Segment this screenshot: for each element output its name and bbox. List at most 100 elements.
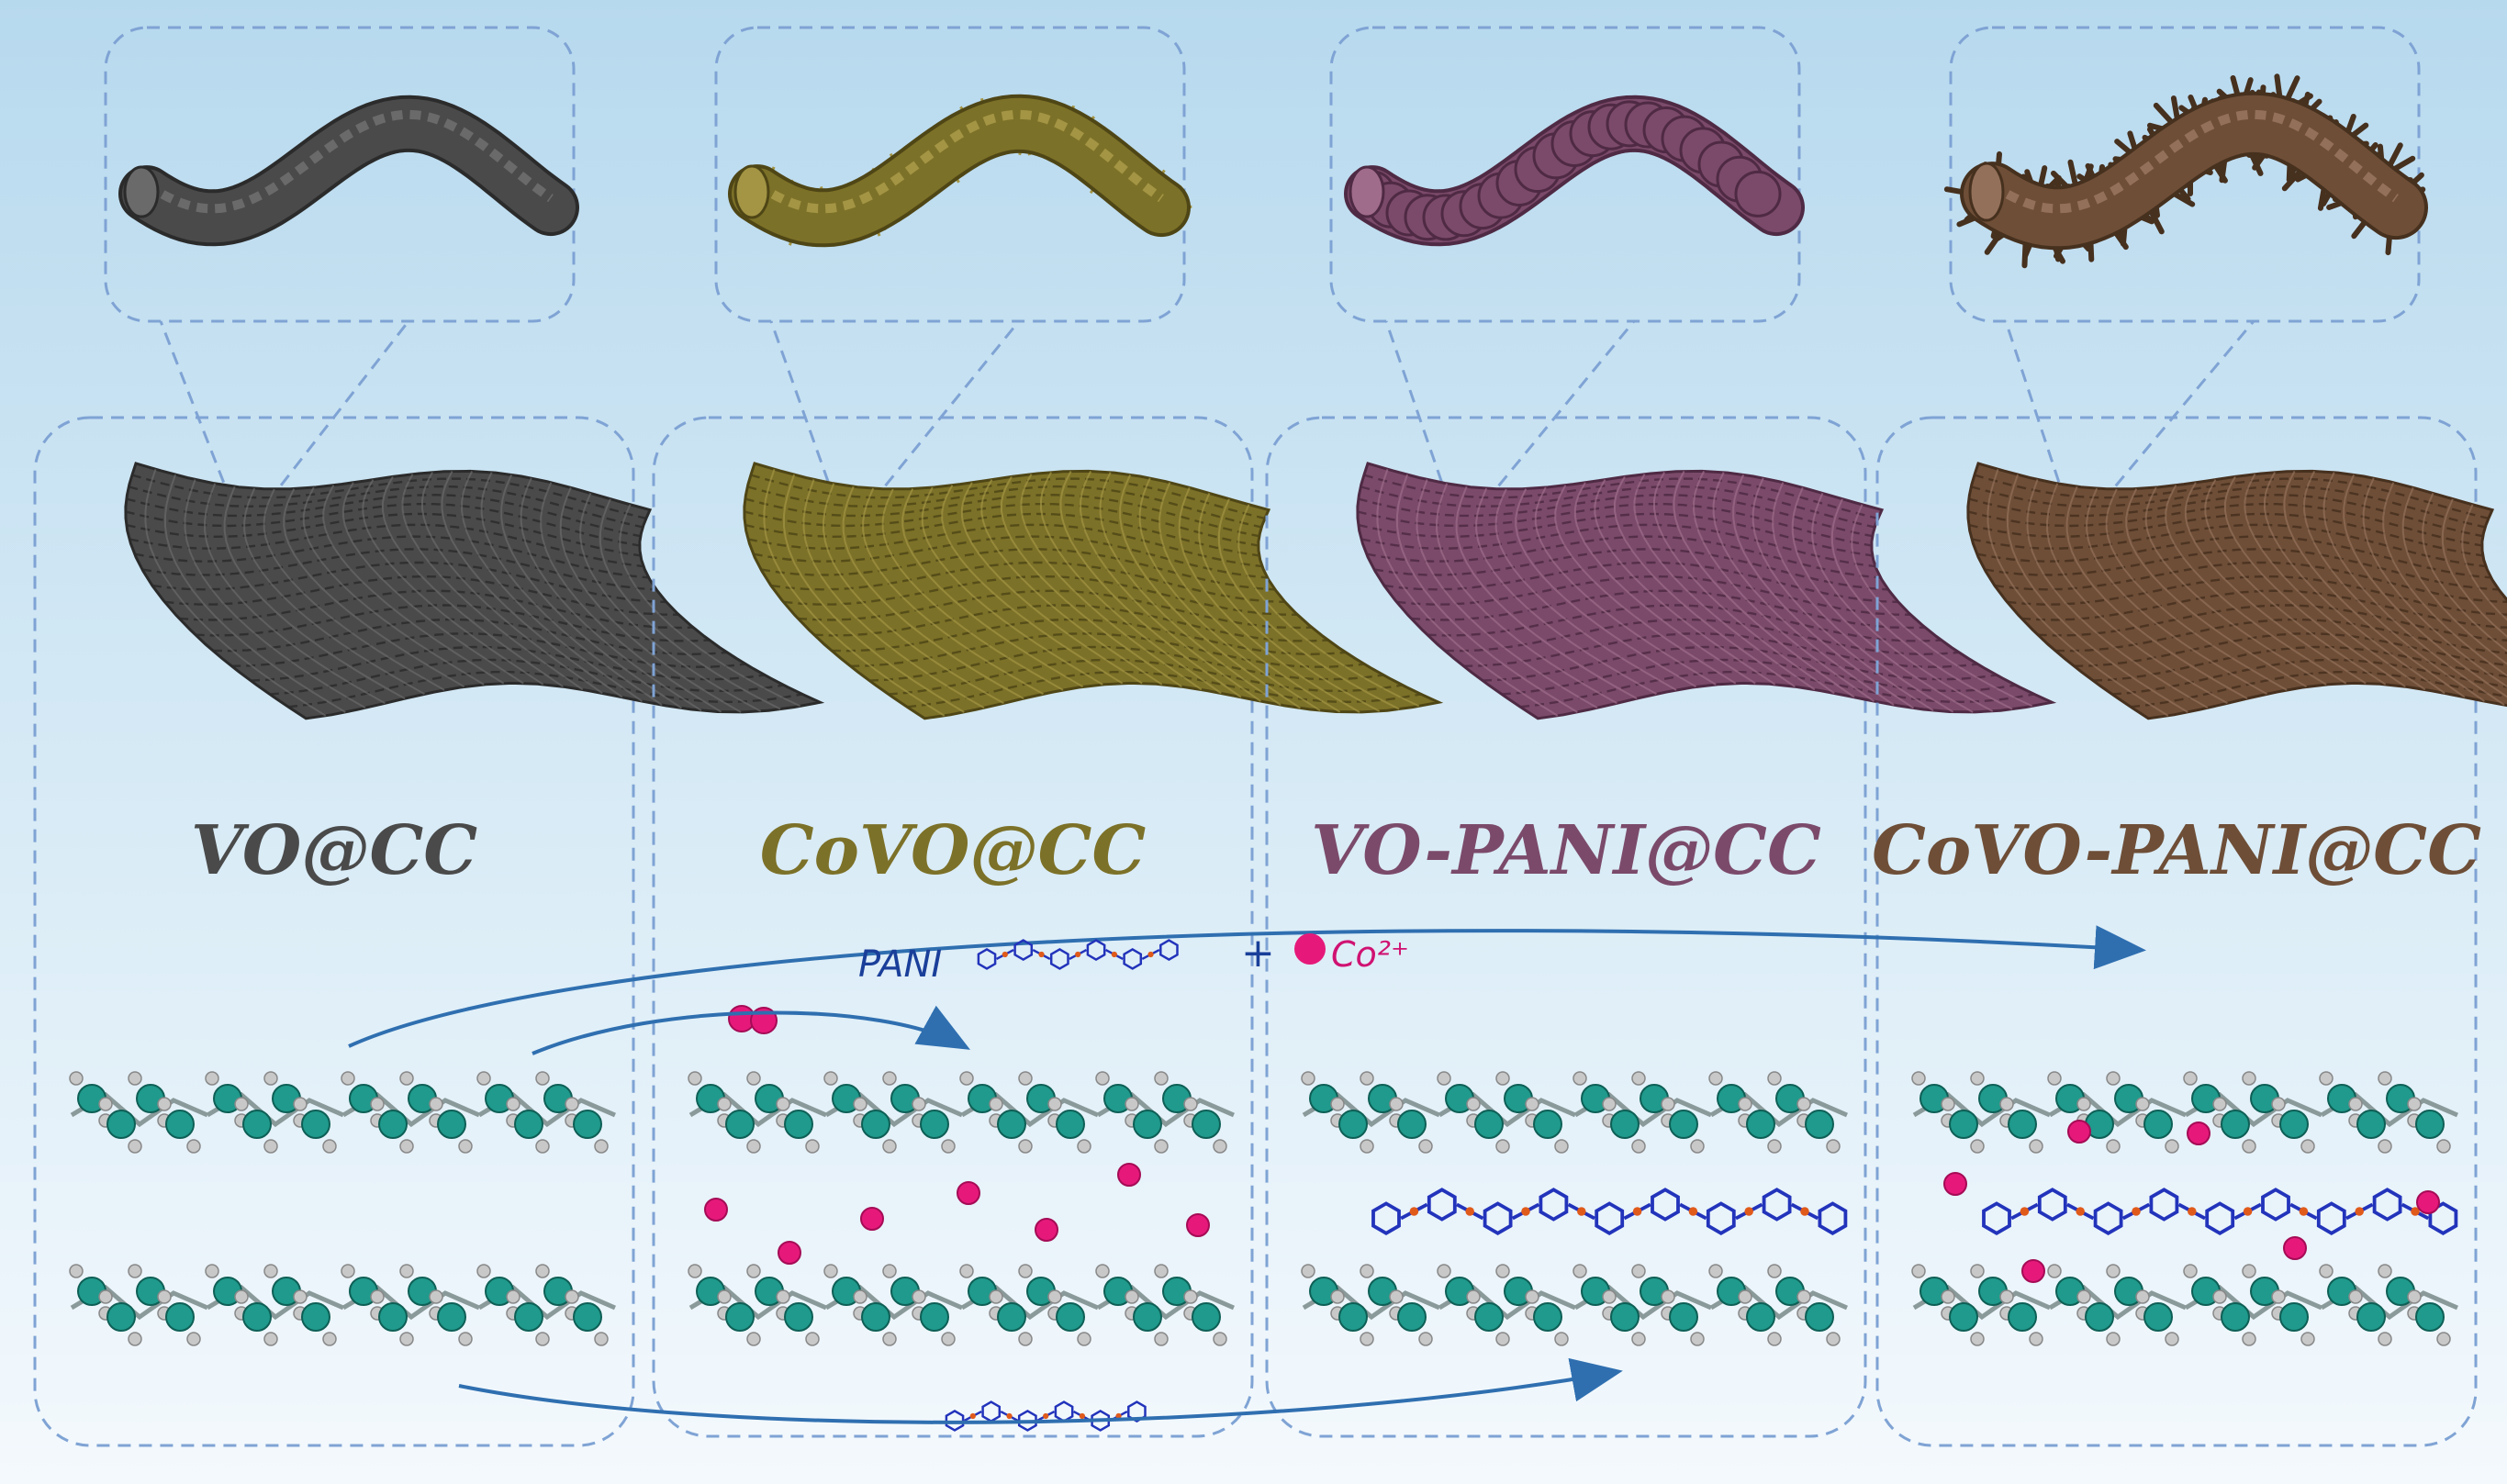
nitrogen-atom bbox=[1002, 951, 1008, 958]
weave-row bbox=[2007, 575, 2507, 616]
oxygen-atom bbox=[746, 1332, 761, 1346]
weave-col bbox=[1653, 472, 1835, 695]
oxygen-atom bbox=[1631, 1071, 1646, 1086]
vanadium-atom bbox=[242, 1302, 272, 1332]
oxygen-atom bbox=[69, 1071, 84, 1086]
weave-row bbox=[744, 503, 1259, 547]
weave-col bbox=[2343, 474, 2507, 698]
oxygen-atom bbox=[1631, 1139, 1646, 1154]
weave-col bbox=[144, 468, 327, 717]
oxygen-atom bbox=[341, 1264, 355, 1278]
oxygen-atom bbox=[1738, 1289, 1752, 1304]
weave-row bbox=[131, 474, 647, 520]
weave-col bbox=[579, 493, 762, 712]
oxygen-atom bbox=[1911, 1264, 1926, 1278]
oxygen-atom bbox=[1125, 1289, 1139, 1304]
oxygen-atom bbox=[1999, 1097, 2014, 1111]
weave-col bbox=[2401, 486, 2507, 665]
vanadium-atom bbox=[2279, 1302, 2309, 1332]
vanadium-atom bbox=[2279, 1110, 2309, 1139]
weave-col bbox=[322, 485, 505, 685]
oxygen-atom bbox=[1767, 1264, 1782, 1278]
benzene-ring bbox=[1818, 1201, 1848, 1235]
oxygen-atom bbox=[1495, 1332, 1510, 1346]
weave-col bbox=[1040, 472, 1222, 695]
weave-col bbox=[1515, 488, 1697, 688]
co-ion bbox=[2021, 1259, 2045, 1283]
oxygen-atom bbox=[98, 1097, 113, 1111]
oxygen-atom bbox=[882, 1332, 897, 1346]
weave-col bbox=[263, 488, 445, 691]
arrow-to-covo bbox=[532, 1005, 970, 1055]
weave-col bbox=[1772, 482, 1954, 713]
nitrogen-atom bbox=[2188, 1207, 2197, 1216]
panel-2 bbox=[652, 26, 1444, 1438]
nitrogen-atom bbox=[1075, 951, 1081, 958]
oxygen-atom bbox=[2271, 1097, 2286, 1111]
weave-row bbox=[212, 618, 727, 656]
oxygen-atom bbox=[2300, 1139, 2315, 1154]
vanadium-atom bbox=[2356, 1110, 2386, 1139]
weave-col bbox=[2283, 471, 2466, 698]
weave-col bbox=[243, 487, 425, 696]
oxygen-atom bbox=[1554, 1332, 1569, 1346]
oxygen-atom bbox=[1418, 1139, 1433, 1154]
benzene-ring bbox=[1651, 1188, 1680, 1222]
weave-col bbox=[1732, 474, 1915, 709]
pani-chain-legend bbox=[977, 939, 1179, 970]
nitrogen-atom bbox=[1115, 1412, 1122, 1420]
weave-row bbox=[1519, 671, 2035, 709]
nitrogen-atom bbox=[2411, 1207, 2420, 1216]
vanadium-atom bbox=[2085, 1302, 2114, 1332]
weave-row bbox=[1968, 512, 2483, 557]
weave-col bbox=[1396, 474, 1578, 713]
weave-row bbox=[1360, 485, 1875, 529]
vanadium-atom bbox=[1397, 1110, 1427, 1139]
oxygen-atom bbox=[2378, 1139, 2392, 1154]
weave-col bbox=[204, 483, 386, 705]
oxygen-atom bbox=[565, 1097, 579, 1111]
oxygen-atom bbox=[853, 1097, 867, 1111]
benzene-ring bbox=[2205, 1201, 2235, 1235]
weave-col bbox=[1416, 479, 1598, 709]
vanadium-atom bbox=[1133, 1110, 1162, 1139]
oxygen-atom bbox=[1631, 1332, 1646, 1346]
weave-row bbox=[831, 618, 1346, 656]
oxygen-atom bbox=[1125, 1097, 1139, 1111]
oxygen-atom bbox=[776, 1289, 790, 1304]
weave-col bbox=[1138, 477, 1321, 712]
flow-arrows bbox=[348, 925, 2146, 1432]
vanadium-atom bbox=[725, 1302, 755, 1332]
oxygen-atom bbox=[776, 1097, 790, 1111]
oxygen-atom bbox=[128, 1071, 142, 1086]
weave-col bbox=[1119, 474, 1302, 709]
fiber-closeup bbox=[1344, 95, 1805, 247]
oxygen-atom bbox=[293, 1097, 308, 1111]
zoom-line bbox=[1483, 320, 1636, 503]
co-ion bbox=[2067, 1120, 2091, 1144]
zoom-line bbox=[2100, 320, 2255, 503]
oxygen-atom bbox=[1301, 1071, 1315, 1086]
oxygen-atom bbox=[186, 1332, 201, 1346]
zoom-line bbox=[769, 320, 837, 503]
oxygen-atom bbox=[1018, 1071, 1033, 1086]
oxygen-atom bbox=[2348, 1289, 2363, 1304]
panel-frame bbox=[652, 416, 1254, 1438]
oxygen-atom bbox=[1018, 1139, 1033, 1154]
oxygen-atom bbox=[263, 1071, 278, 1086]
oxygen-atom bbox=[1796, 1097, 1811, 1111]
weave-row bbox=[868, 645, 1384, 682]
benzene-ring bbox=[1049, 947, 1069, 970]
weave-col bbox=[283, 488, 465, 688]
weave-col bbox=[1554, 485, 1737, 685]
oxygen-atom bbox=[234, 1097, 249, 1111]
cloth bbox=[743, 462, 1444, 720]
weave-col bbox=[441, 471, 623, 698]
panel-frame bbox=[1265, 416, 1867, 1438]
vanadium-atom bbox=[301, 1302, 330, 1332]
weave-row bbox=[141, 548, 657, 591]
oxygen-atom bbox=[2047, 1264, 2062, 1278]
weave-col bbox=[1376, 468, 1559, 717]
oxygen-atom bbox=[429, 1097, 443, 1111]
weave-row bbox=[1358, 512, 1873, 557]
